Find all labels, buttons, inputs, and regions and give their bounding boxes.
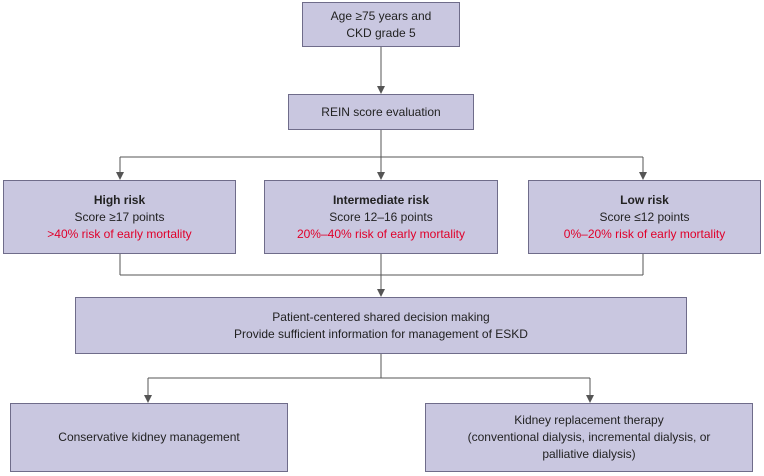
high-risk-score: Score ≥17 points [74, 209, 165, 224]
rein-label: REIN score evaluation [321, 104, 441, 119]
start-line1: Age ≥75 years and [330, 8, 432, 23]
conservative-label: Conservative kidney management [58, 430, 240, 444]
start-box: Age ≥75 years and CKD grade 5 [302, 2, 460, 47]
high-risk-box: High risk Score ≥17 points >40% risk of … [3, 180, 236, 254]
high-risk-title: High risk [93, 192, 146, 207]
conservative-box: Conservative kidney management [10, 403, 288, 472]
high-risk-mortality: >40% risk of early mortality [47, 226, 192, 241]
intermediate-risk-box: Intermediate risk Score 12–16 points 20%… [264, 180, 498, 254]
intermediate-risk-title: Intermediate risk [332, 192, 430, 207]
krt-box: Kidney replacement therapy (conventional… [425, 403, 753, 472]
decision-line1: Patient-centered shared decision making [272, 309, 490, 324]
start-line2: CKD grade 5 [346, 25, 416, 40]
low-risk-score: Score ≤12 points [599, 209, 690, 224]
low-risk-mortality: 0%–20% risk of early mortality [563, 226, 726, 241]
low-risk-title: Low risk [620, 192, 669, 207]
rein-box: REIN score evaluation [288, 94, 474, 130]
intermediate-risk-score: Score 12–16 points [329, 209, 433, 224]
decision-box: Patient-centered shared decision making … [75, 297, 687, 354]
krt-line3: palliative dialysis) [542, 447, 636, 461]
krt-line1: Kidney replacement therapy [514, 413, 664, 427]
intermediate-risk-mortality: 20%–40% risk of early mortality [296, 226, 466, 241]
low-risk-box: Low risk Score ≤12 points 0%–20% risk of… [528, 180, 761, 254]
decision-line2: Provide sufficient information for manag… [234, 326, 528, 341]
krt-line2: (conventional dialysis, incremental dial… [467, 430, 711, 444]
